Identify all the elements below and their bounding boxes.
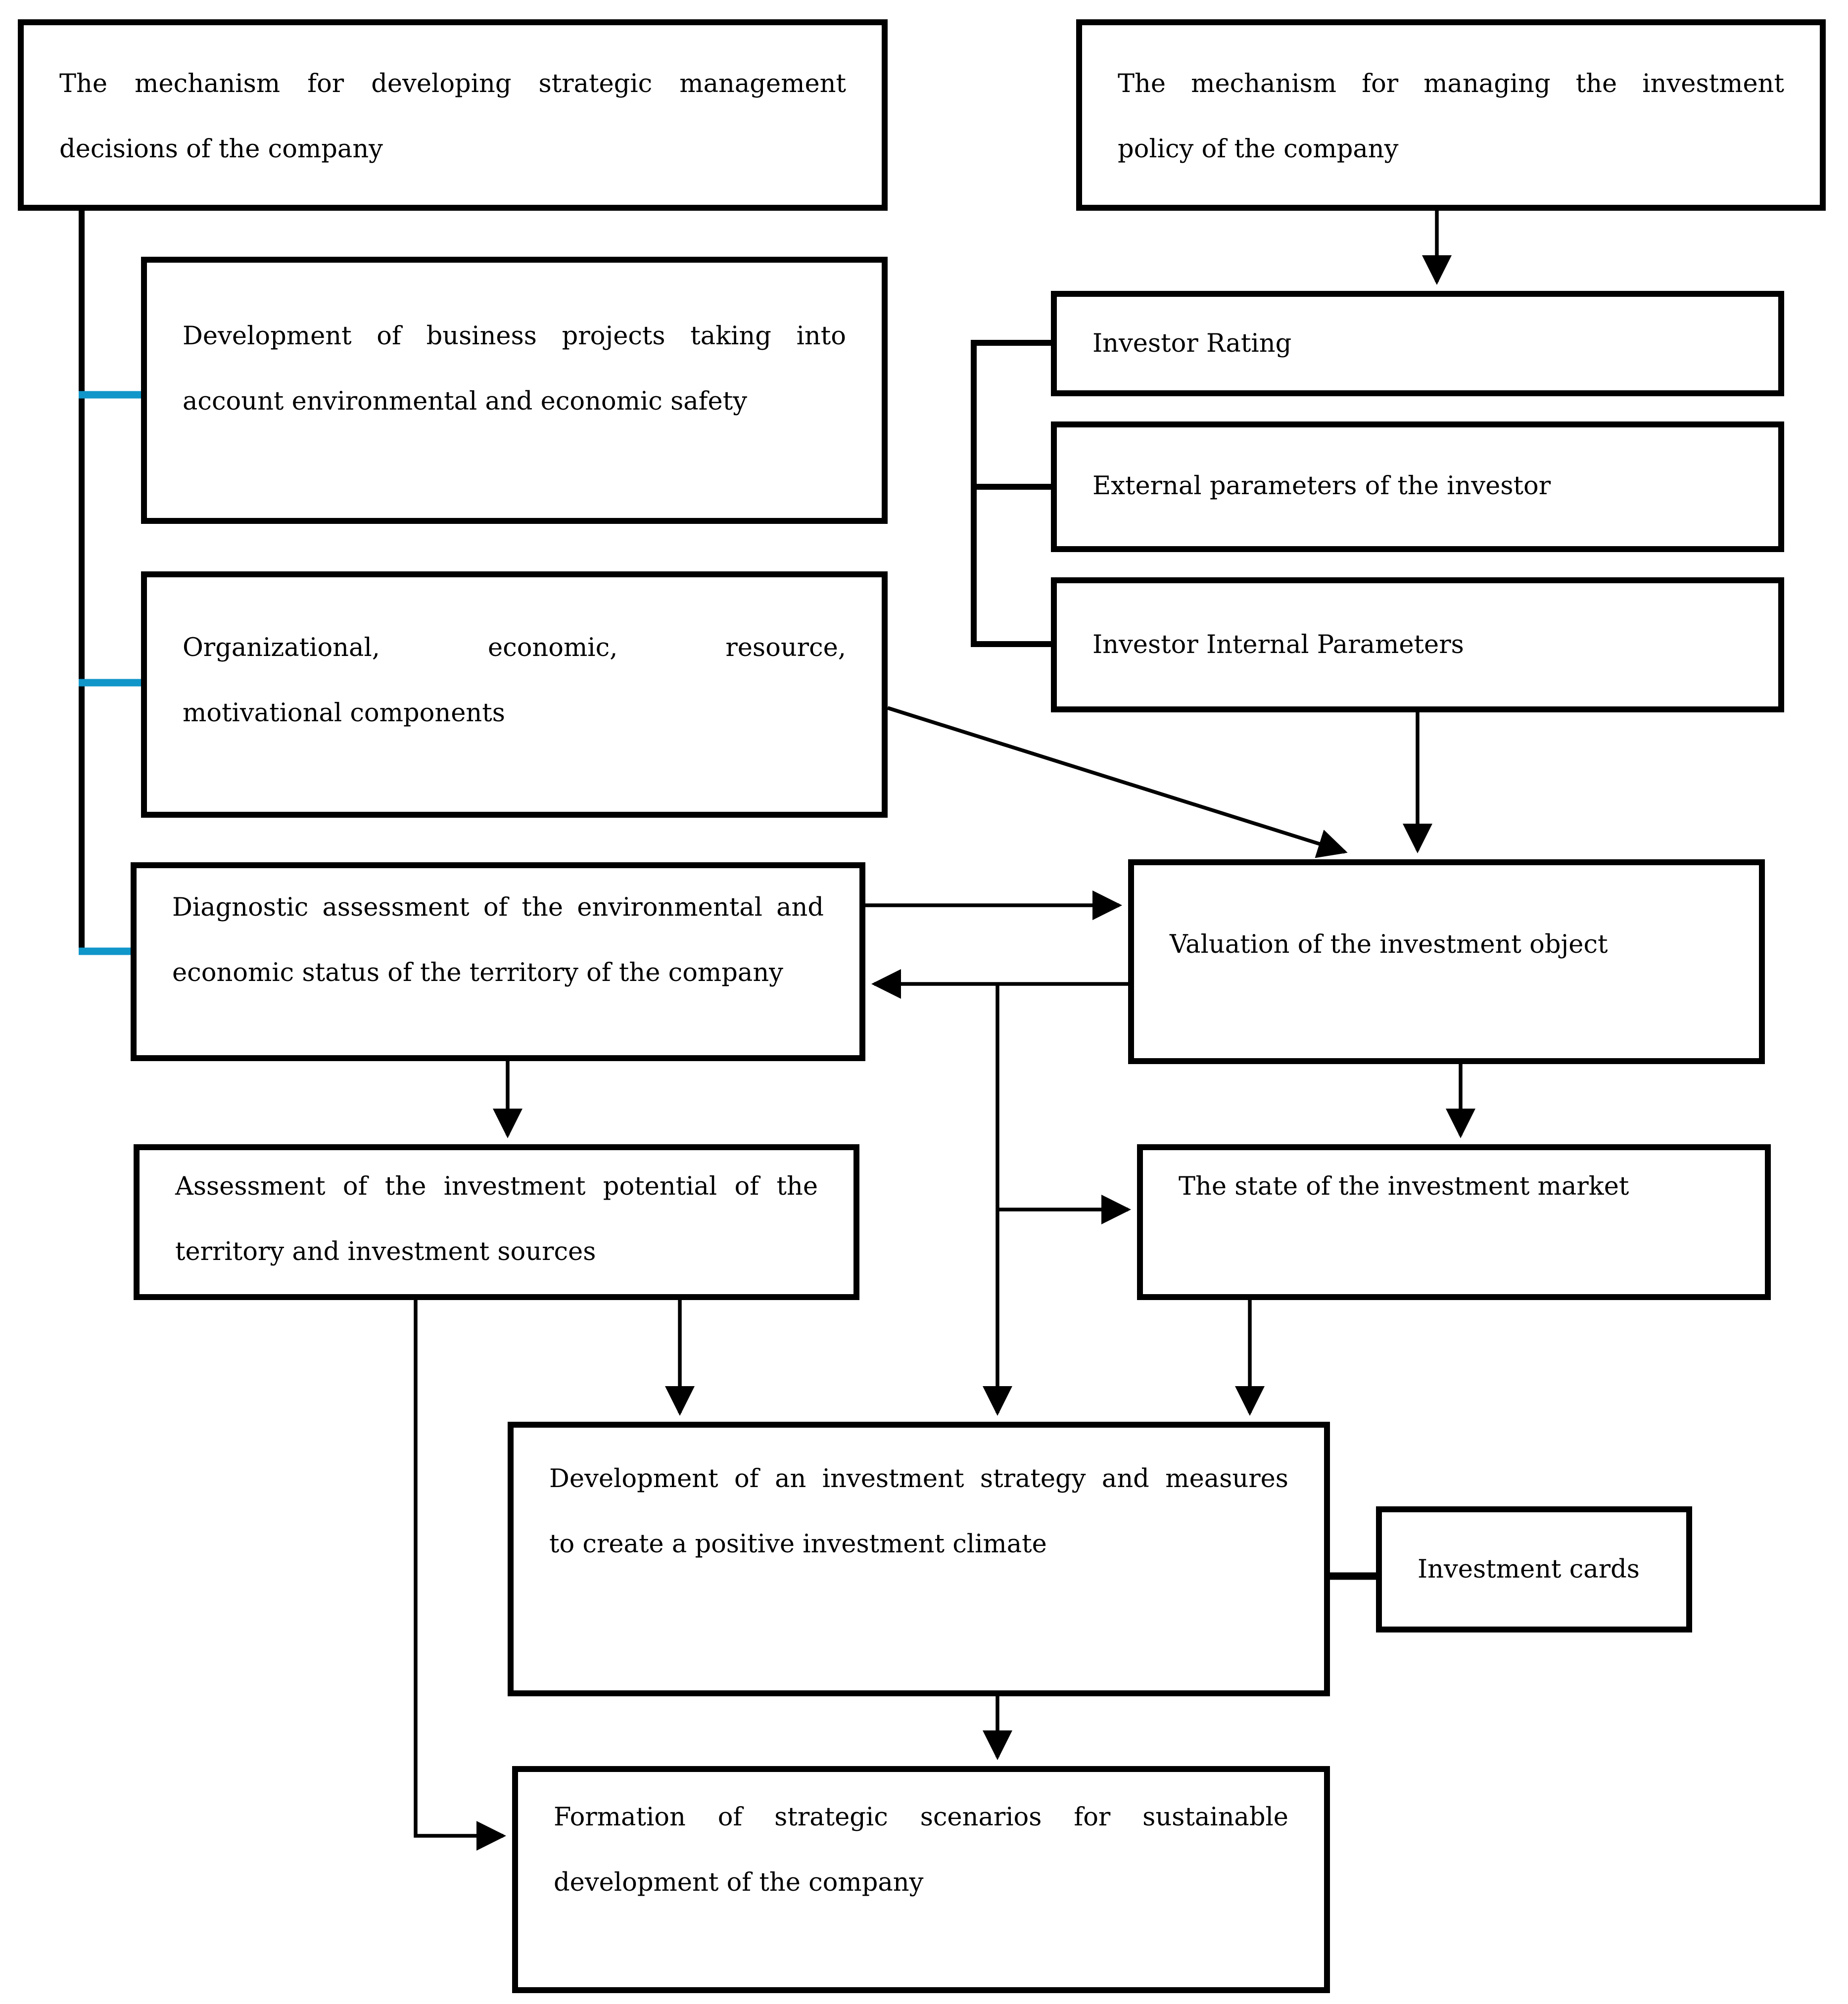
box-label-line: Formation of strategic scenarios for sus… — [554, 1803, 1288, 1833]
box-market-state: The state of the investment market — [1137, 1144, 1771, 1300]
box-valuation: Valuation of the investment object — [1128, 859, 1765, 1064]
box-investor-rating: Investor Rating — [1051, 291, 1784, 396]
box-label-line: Investor Rating — [1092, 328, 1292, 359]
box-label-line: The mechanism for developing strategic m… — [59, 70, 846, 99]
box-label-line: decisions of the company — [59, 135, 383, 165]
box-label-line: Diagnostic assessment of the environment… — [172, 893, 824, 923]
box-diagnostic: Diagnostic assessment of the environment… — [131, 862, 865, 1061]
box-internal-params: Investor Internal Parameters — [1051, 577, 1784, 712]
box-label-line: Assessment of the investment potential o… — [175, 1172, 818, 1202]
box-label-line: to create a positive investment climate — [549, 1530, 1047, 1560]
box-label-line: Investment cards — [1418, 1554, 1640, 1585]
box-label-line: Investor Internal Parameters — [1092, 630, 1464, 660]
box-formation: Formation of strategic scenarios for sus… — [512, 1766, 1330, 1993]
box-strategic-mechanism: The mechanism for developing strategic m… — [18, 19, 888, 211]
box-components: Organizational, economic, resource, moti… — [141, 571, 888, 818]
box-label-line: The state of the investment market — [1179, 1172, 1629, 1202]
box-investment-mechanism: The mechanism for managing the investmen… — [1076, 19, 1826, 211]
box-label-line: Valuation of the investment object — [1170, 931, 1608, 960]
box-label-line: Development of an investment strategy an… — [549, 1465, 1288, 1494]
box-label-line: External parameters of the investor — [1092, 472, 1551, 502]
box-label-line: motivational components — [183, 699, 505, 729]
box-label-line: economic status of the territory of the … — [172, 959, 784, 988]
box-label-line: territory and investment sources — [175, 1238, 596, 1267]
box-label-line: Development of business projects taking … — [183, 322, 846, 352]
box-label-line: Organizational, economic, resource, — [183, 634, 846, 663]
box-investment-cards: Investment cards — [1376, 1506, 1692, 1632]
box-label-line: development of the company — [554, 1868, 924, 1898]
box-strategy: Development of an investment strategy an… — [508, 1422, 1330, 1696]
box-external-params: External parameters of the investor — [1051, 421, 1784, 552]
box-label-line: The mechanism for managing the investmen… — [1118, 70, 1784, 99]
box-assessment: Assessment of the investment potential o… — [134, 1144, 859, 1300]
box-label-line: account environmental and economic safet… — [183, 387, 748, 417]
box-label-line: policy of the company — [1118, 135, 1399, 165]
arrow-assessment-to-formation — [414, 1300, 506, 1851]
arrow-components-to-valuation — [887, 706, 1348, 858]
box-business-projects: Development of business projects taking … — [141, 257, 888, 524]
